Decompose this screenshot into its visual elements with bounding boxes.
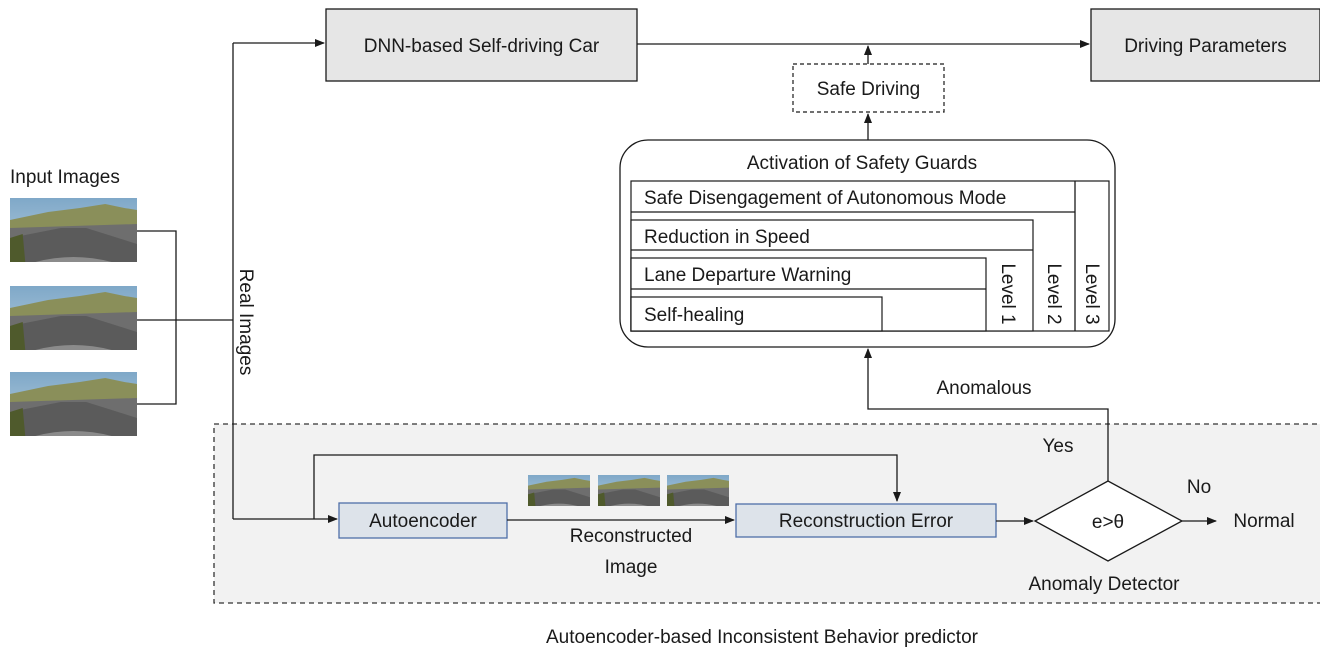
anomalous-label: Anomalous — [936, 378, 1031, 399]
reconstructed-image-2 — [598, 475, 660, 506]
reconstruction-error-label: Reconstruction Error — [779, 511, 954, 532]
safe-driving-box — [792, 63, 945, 113]
normal-label: Normal — [1233, 511, 1294, 532]
guard-item-speed-reduction: Reduction in Speed — [644, 227, 810, 248]
safe-driving-label: Safe Driving — [817, 79, 921, 100]
reconstructed-label-line1: Reconstructed — [570, 526, 693, 547]
input-image-2 — [10, 286, 137, 350]
guard-item-disengagement: Safe Disengagement of Autonomous Mode — [644, 188, 1006, 209]
dnn-car-box — [325, 8, 638, 82]
input-image-1 — [10, 198, 137, 262]
autoencoder-box — [338, 502, 508, 539]
images-bracket — [137, 230, 177, 405]
input-images-label: Input Images — [10, 167, 120, 188]
no-label: No — [1187, 477, 1211, 498]
driving-parameters-label: Driving Parameters — [1124, 36, 1287, 57]
level-2-label: Level 2 — [1043, 263, 1064, 324]
guard-item-lane-departure: Lane Departure Warning — [644, 265, 851, 286]
driving-parameters-box — [1090, 8, 1320, 82]
level-1-label: Level 1 — [997, 263, 1018, 324]
real-images-label: Real Images — [235, 269, 256, 376]
safety-guards-title: Activation of Safety Guards — [747, 153, 977, 174]
level-3-label: Level 3 — [1081, 263, 1102, 324]
anomalous-arrow — [864, 348, 1109, 481]
reconstructed-label-line2: Image — [605, 557, 658, 578]
reconstructed-image-1 — [528, 475, 590, 506]
self-healing-box — [630, 296, 883, 332]
reconstructed-image-3 — [667, 475, 729, 506]
anomaly-detector-label: Anomaly Detector — [1028, 574, 1180, 595]
input-to-error-arrow — [313, 454, 901, 519]
guard-item-self-healing: Self-healing — [644, 305, 744, 326]
yes-label: Yes — [1043, 436, 1074, 457]
predictor-caption: Autoencoder-based Inconsistent Behavior … — [546, 627, 979, 648]
dnn-car-label: DNN-based Self-driving Car — [364, 36, 600, 57]
autoencoder-label: Autoencoder — [369, 511, 477, 532]
input-image-3 — [10, 372, 137, 436]
decision-label: e>θ — [1092, 512, 1124, 533]
